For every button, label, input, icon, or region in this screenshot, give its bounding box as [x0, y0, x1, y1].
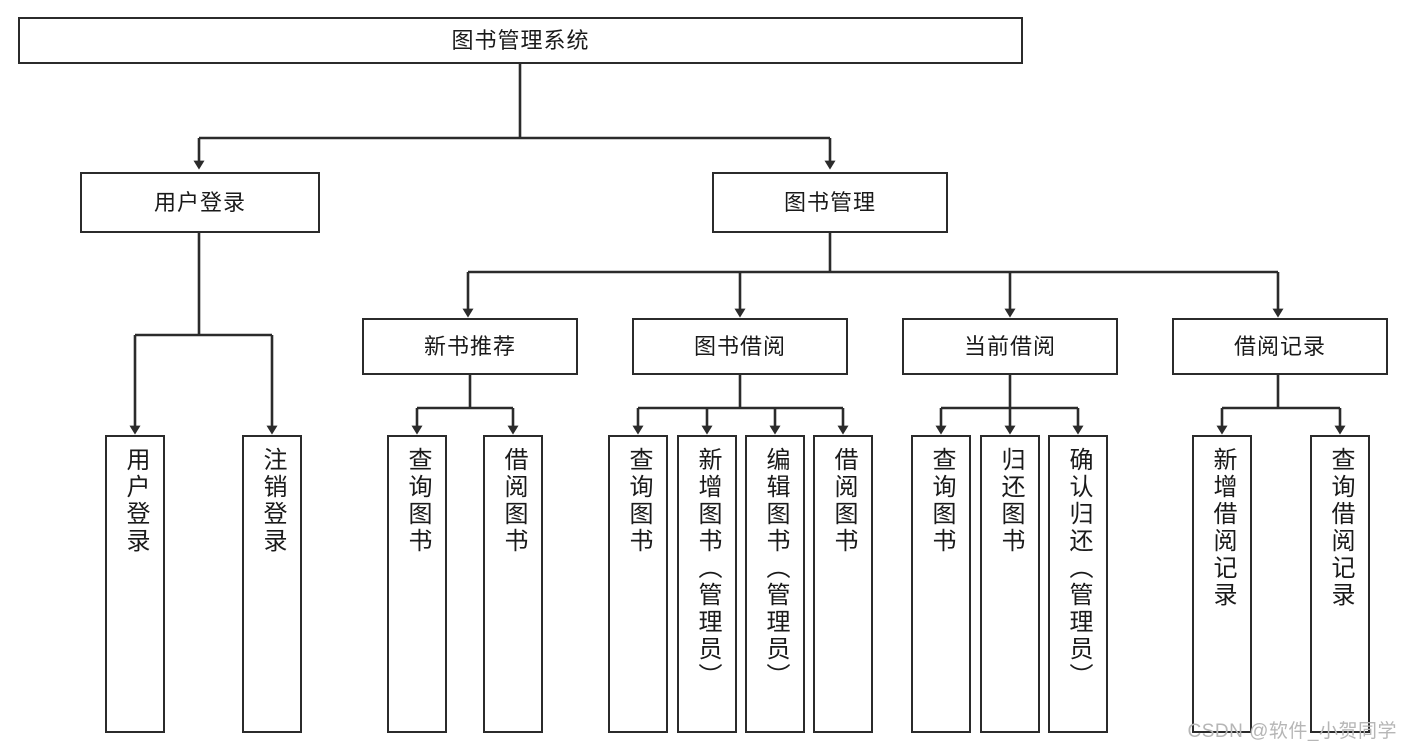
node-user-login[interactable]: 用户登录 [80, 172, 320, 233]
leaf-logout[interactable]: 注销登录 [242, 435, 302, 733]
leaf-query-record[interactable]: 查询借阅记录 [1310, 435, 1370, 733]
watermark: CSDN @软件_小贺同学 [1187, 721, 1397, 742]
node-book-borrow[interactable]: 图书借阅 [632, 318, 848, 375]
node-label: 当前借阅 [963, 333, 1056, 359]
leaf-query-book-2[interactable]: 查询图书 [608, 435, 668, 733]
node-label: 查询图书 [927, 447, 955, 555]
node-label: 新增借阅记录 [1208, 447, 1236, 609]
node-label: 图书管理 [783, 189, 876, 215]
node-new-book-rec[interactable]: 新书推荐 [362, 318, 578, 375]
node-label: 注销登录 [258, 447, 286, 555]
leaf-query-book-1[interactable]: 查询图书 [387, 435, 447, 733]
node-book-manage[interactable]: 图书管理 [712, 172, 948, 233]
node-label: 借阅图书 [499, 447, 527, 555]
node-label: 编辑图书（管理员） [761, 447, 789, 690]
node-label: 查询图书 [403, 447, 431, 555]
node-label: 查询借阅记录 [1326, 447, 1354, 609]
node-current-borrow[interactable]: 当前借阅 [902, 318, 1118, 375]
node-label: 归还图书 [996, 447, 1024, 555]
leaf-return-book[interactable]: 归还图书 [980, 435, 1040, 733]
node-label: 图书借阅 [693, 333, 786, 359]
node-label: 借阅图书 [829, 447, 857, 555]
node-root-system[interactable]: 图书管理系统 [18, 17, 1023, 64]
node-label: 新增图书（管理员） [693, 447, 721, 690]
leaf-add-record[interactable]: 新增借阅记录 [1192, 435, 1252, 733]
node-label: 用户登录 [121, 447, 149, 555]
leaf-add-book[interactable]: 新增图书（管理员） [677, 435, 737, 733]
node-label: 确认归还（管理员） [1064, 447, 1092, 690]
leaf-edit-book[interactable]: 编辑图书（管理员） [745, 435, 805, 733]
node-label: 新书推荐 [423, 333, 516, 359]
leaf-borrow-book-1[interactable]: 借阅图书 [483, 435, 543, 733]
leaf-borrow-book-2[interactable]: 借阅图书 [813, 435, 873, 733]
leaf-query-book-3[interactable]: 查询图书 [911, 435, 971, 733]
node-label: 借阅记录 [1233, 333, 1326, 359]
node-label: 用户登录 [153, 189, 246, 215]
node-label: 查询图书 [624, 447, 652, 555]
node-borrow-record[interactable]: 借阅记录 [1172, 318, 1388, 375]
node-label: 图书管理系统 [451, 27, 590, 53]
leaf-confirm-return[interactable]: 确认归还（管理员） [1048, 435, 1108, 733]
leaf-user-login[interactable]: 用户登录 [105, 435, 165, 733]
